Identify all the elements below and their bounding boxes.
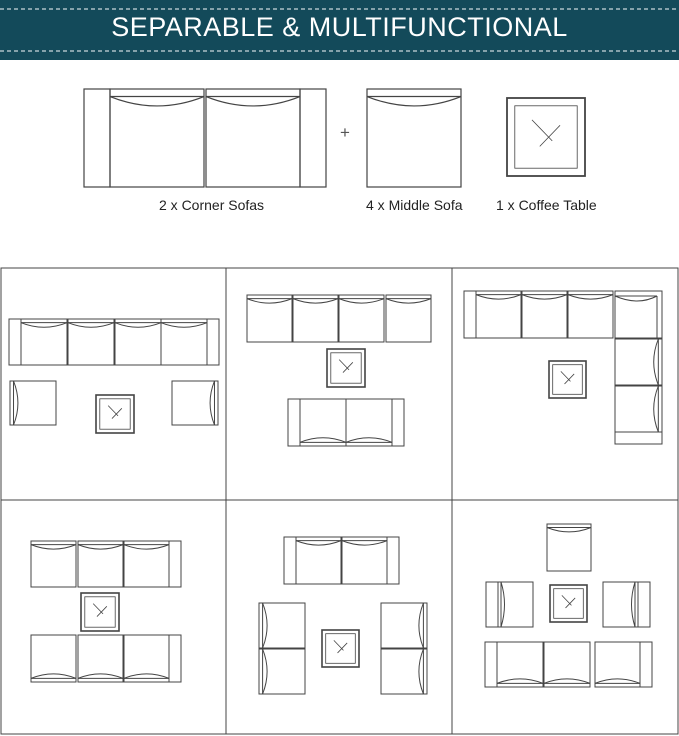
sofa-seat (497, 581, 534, 628)
arm (391, 398, 405, 447)
arm (485, 581, 499, 628)
arm (206, 318, 220, 366)
corner-sofa-seat-right (205, 88, 301, 188)
sofa-seat (341, 536, 388, 585)
middle-sofa-legend (366, 88, 462, 188)
sofa-seat (567, 290, 614, 339)
arm (484, 641, 498, 688)
sofa-seat (160, 318, 208, 366)
sofa-seat (546, 523, 592, 572)
sofa-seat (594, 641, 641, 688)
sofa-seat (292, 294, 339, 343)
sofa-seat (295, 536, 342, 585)
header-banner: SEPARABLE & MULTIFUNCTIONAL (0, 0, 679, 60)
arm (168, 540, 182, 588)
sofa-seat (171, 380, 219, 426)
sofa-seat (543, 641, 591, 688)
sofa-seat (67, 318, 115, 366)
page-title: SEPARABLE & MULTIFUNCTIONAL (111, 12, 568, 42)
sofa-seat (20, 318, 68, 366)
corner-seat (614, 290, 663, 339)
arm (463, 290, 477, 339)
layout-grid (0, 267, 679, 735)
sofa-seat (123, 540, 170, 588)
coffee-table (95, 394, 135, 434)
coffee-table (326, 348, 366, 388)
sofa-seat (123, 634, 170, 683)
sofa-seat (299, 398, 347, 447)
sofa-seat (338, 294, 385, 343)
sofa-seat (496, 641, 544, 688)
coffee-table (506, 97, 586, 177)
arm (8, 318, 22, 366)
corner-sofa-seat-left (109, 88, 205, 188)
arm (283, 536, 297, 585)
arm (386, 536, 400, 585)
sofa-seat (602, 581, 639, 628)
sofa-seat (614, 338, 663, 386)
sofa-seat (380, 602, 428, 649)
sofa-seat (475, 290, 522, 339)
middle-sofa-caption: 4 x Middle Sofa (366, 197, 463, 213)
sofa-seat (345, 398, 393, 447)
sofa-seat (521, 290, 568, 339)
coffee-table (80, 592, 120, 632)
sofa-seat (77, 540, 124, 588)
coffee-table (548, 360, 587, 399)
coffee-table (321, 629, 360, 668)
corner-sofas-caption: 2 x Corner Sofas (159, 197, 265, 213)
sofa-seat (9, 380, 57, 426)
sofa-seat (614, 385, 663, 433)
arm (637, 581, 651, 628)
sofa-seat (114, 318, 162, 366)
sofa-seat (77, 634, 124, 683)
arm (287, 398, 301, 447)
sofa-seat (380, 648, 428, 695)
coffee-table-caption: 1 x Coffee Table (496, 197, 597, 213)
sofa-seat (258, 648, 306, 695)
sofa-seat (30, 634, 77, 683)
plus-sign: + (340, 123, 350, 142)
arm (168, 634, 182, 683)
sofa-seat (258, 602, 306, 649)
coffee-table (549, 584, 588, 623)
arm (614, 431, 663, 445)
corner-sofa-left-arm (83, 88, 111, 188)
sofa-seat (385, 294, 432, 343)
arm (639, 641, 653, 688)
banner-background (0, 0, 679, 60)
sofa-seat (30, 540, 77, 588)
sofa-seat (246, 294, 293, 343)
corner-sofa-right-arm (299, 88, 327, 188)
